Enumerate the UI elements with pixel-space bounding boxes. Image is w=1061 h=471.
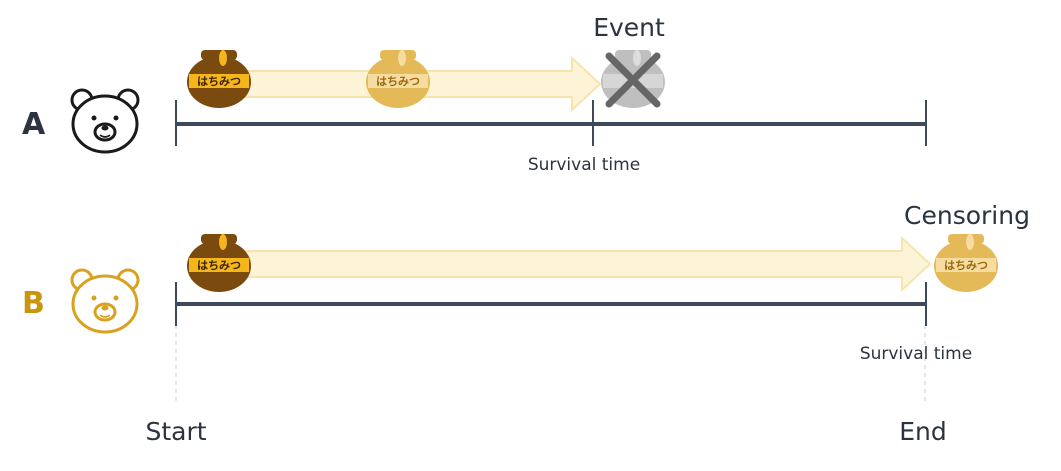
honey-pot-icon: はちみつ — [187, 234, 251, 292]
row-a: A はちみつ はちみつ — [22, 13, 927, 175]
row-a-label: A — [22, 107, 46, 142]
bear-face-icon — [70, 88, 140, 154]
survival-time-label-a: Survival time — [528, 155, 640, 175]
start-label: Start — [145, 417, 206, 446]
event-label: Event — [593, 13, 665, 42]
row-b: B はちみつ はちみつ — [22, 201, 1030, 364]
end-label: End — [899, 417, 947, 446]
pot-label: はちみつ — [197, 259, 241, 272]
pot-label: はちみつ — [944, 259, 988, 272]
cross-mark-icon — [605, 52, 661, 108]
pot-label: はちみつ — [197, 75, 241, 88]
censoring-label: Censoring — [904, 201, 1030, 230]
row-b-label: B — [22, 286, 45, 321]
survival-time-label-b: Survival time — [860, 344, 972, 364]
honey-pot-icon: はちみつ — [366, 50, 430, 108]
honey-pot-icon: はちみつ — [934, 234, 998, 292]
honey-pot-icon: はちみつ — [187, 50, 251, 108]
bear-face-icon — [70, 268, 140, 334]
pot-label: はちみつ — [376, 75, 420, 88]
block-arrow-icon — [219, 235, 932, 293]
